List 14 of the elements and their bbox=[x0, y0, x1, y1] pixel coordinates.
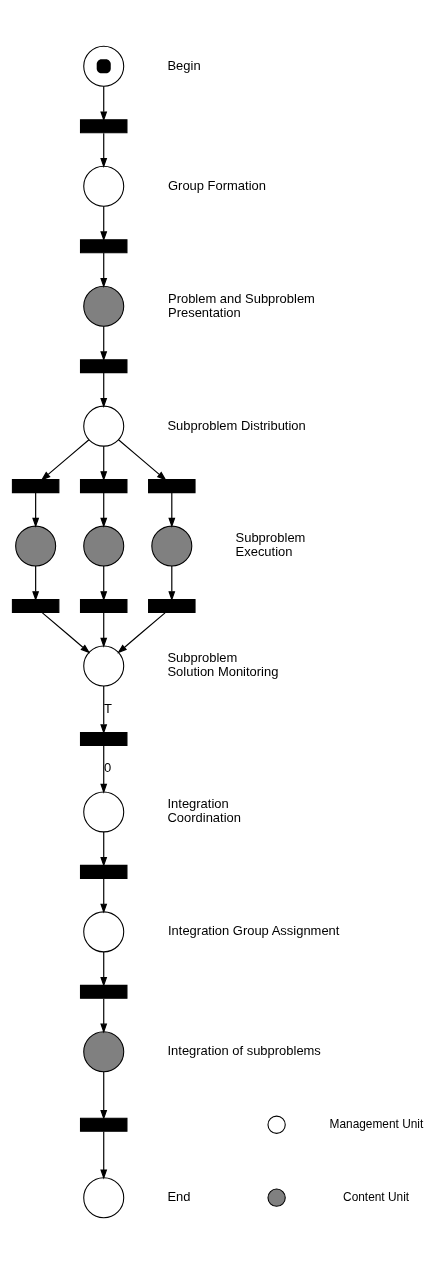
node-label: Integration Coordination bbox=[167, 796, 241, 826]
node-label: Group Formation bbox=[168, 177, 266, 193]
node-label: End bbox=[167, 1189, 191, 1205]
node-label: Subproblem Distribution bbox=[167, 417, 306, 433]
node-label: Begin bbox=[167, 57, 201, 73]
node-label: Integration Group Assignment bbox=[168, 923, 340, 939]
edge-label: 0 bbox=[103, 760, 112, 776]
node-label: Integration of subproblems bbox=[167, 1043, 321, 1059]
node-label: Problem and Subproblem Presentation bbox=[168, 290, 315, 320]
legend-label: Management Unit bbox=[329, 1116, 424, 1131]
node-label: Subproblem Execution bbox=[235, 530, 306, 560]
legend-label: Content Unit bbox=[343, 1189, 410, 1204]
node-label: Subproblem Solution Monitoring bbox=[167, 650, 279, 680]
edge-label: T bbox=[104, 700, 113, 716]
